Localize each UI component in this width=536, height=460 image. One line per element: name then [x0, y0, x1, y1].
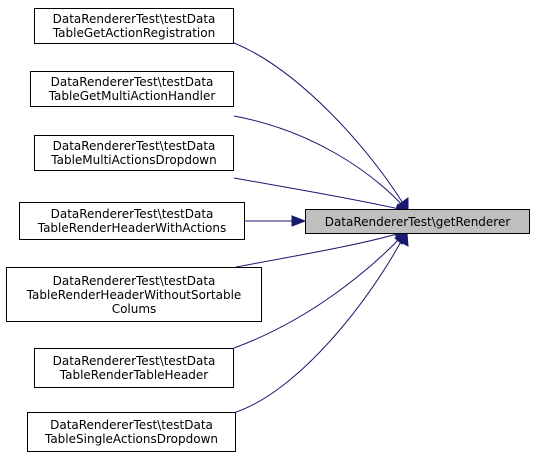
caller-node-multi-action-handler-line-2: TableGetMultiActionHandler: [48, 89, 216, 103]
caller-node-single-actions-dropdown[interactable]: DataRendererTest\testData TableSingleAct…: [27, 412, 236, 452]
caller-node-render-table-header-line-1: DataRendererTest\testData: [52, 354, 216, 368]
caller-node-multi-action-handler[interactable]: DataRendererTest\testData TableGetMultiA…: [30, 71, 234, 107]
caller-node-multi-actions-dropdown[interactable]: DataRendererTest\testData TableMultiActi…: [34, 135, 234, 171]
arrowhead-single-actions-dropdown: [396, 232, 409, 247]
caller-node-multi-actions-dropdown-line-1: DataRendererTest\testData: [52, 139, 216, 153]
edge-multi-action-handler: [233, 115, 405, 208]
caller-node-render-header-without-sortable-line-1: DataRendererTest\testData: [52, 273, 216, 288]
caller-node-render-header-with-actions-line-1: DataRendererTest\testData: [50, 207, 214, 221]
edge-multi-actions-dropdown: [233, 177, 405, 211]
target-node-get-renderer-label: DataRendererTest\getRenderer: [324, 214, 511, 229]
caller-node-multi-action-handler-line-1: DataRendererTest\testData: [50, 75, 214, 89]
edge-render-table-header: [233, 233, 405, 349]
caller-node-multi-actions-dropdown-line-2: TableMultiActionsDropdown: [51, 153, 217, 167]
caller-node-render-header-with-actions-line-2: TableRenderHeaderWithActions: [37, 221, 227, 235]
edge-registration: [233, 42, 405, 206]
target-node-get-renderer[interactable]: DataRendererTest\getRenderer: [305, 209, 530, 234]
caller-node-render-header-without-sortable[interactable]: DataRendererTest\testData TableRenderHea…: [6, 267, 262, 322]
caller-node-render-header-with-actions[interactable]: DataRendererTest\testData TableRenderHea…: [19, 202, 245, 240]
caller-node-registration-line-2: TableGetActionRegistration: [52, 26, 216, 40]
caller-node-single-actions-dropdown-line-1: DataRendererTest\testData: [50, 418, 213, 432]
edge-single-actions-dropdown: [235, 235, 405, 413]
caller-node-render-table-header-line-2: TableRenderTableHeader: [59, 368, 209, 382]
caller-node-render-header-without-sortable-line-3: Colums: [111, 301, 157, 316]
edge-render-header-without-sortable: [235, 231, 405, 268]
caller-node-registration-line-1: DataRendererTest\testData: [52, 12, 216, 26]
caller-node-render-table-header[interactable]: DataRendererTest\testData TableRenderTab…: [34, 348, 234, 388]
caller-node-render-header-without-sortable-line-2: TableRenderHeaderWithoutSortable: [26, 287, 242, 302]
arrowhead-render-header-with-actions: [291, 215, 307, 227]
caller-node-single-actions-dropdown-line-2: TableSingleActionsDropdown: [44, 432, 218, 446]
caller-node-registration[interactable]: DataRendererTest\testData TableGetAction…: [34, 8, 234, 44]
